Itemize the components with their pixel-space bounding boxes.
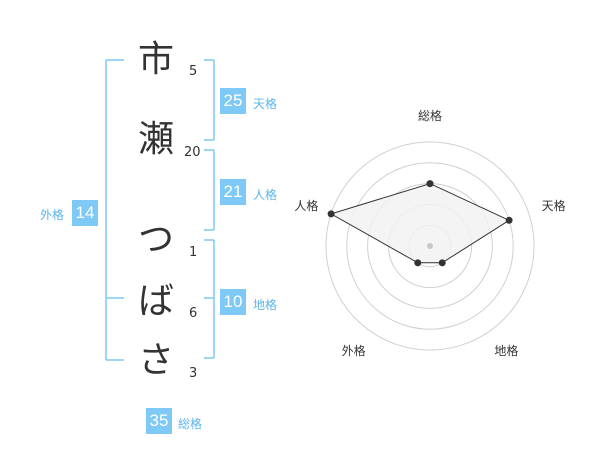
jinkaku-badge: 21 [220,179,246,205]
radar-ring [346,162,514,330]
radar-point [438,259,446,267]
radar-point [505,216,513,224]
stroke-count-3: 1 [189,245,198,260]
stroke-count-4: 6 [189,306,198,321]
radar-ring [325,141,535,351]
radar-axis-label: 地格 [494,343,518,358]
name-char-3: つ [137,219,174,260]
name-char-2: 瀬 [137,119,174,160]
radar-point [327,210,335,218]
gaikaku-badge: 14 [72,200,98,226]
chikaku-badge: 10 [220,289,246,315]
stroke-count-5: 3 [189,366,198,381]
soukaku-label: 総格 [178,417,203,431]
name-char-5: さ [137,340,174,381]
chikaku-label: 地格 [253,298,278,312]
radar-point [426,180,434,188]
radar-axis-label: 総格 [418,108,442,123]
radar-polygon [329,183,511,264]
radar-axis-label: 天格 [542,198,566,213]
jinkaku-label: 人格 [253,188,278,202]
name-char-4: ば [137,281,174,322]
gaikaku-label: 外格 [40,208,65,222]
soukaku-badge: 35 [146,408,172,434]
radar-point [414,259,422,267]
tenkaku-badge: 25 [220,88,246,114]
stroke-count-1: 5 [189,64,198,79]
name-char-1: 市 [137,39,174,80]
radar-axis-label: 外格 [342,343,366,358]
radar-center-dot [427,243,433,249]
tenkaku-label: 天格 [253,97,278,111]
stroke-count-2: 20 [184,145,201,160]
radar-axis-label: 人格 [294,198,318,213]
